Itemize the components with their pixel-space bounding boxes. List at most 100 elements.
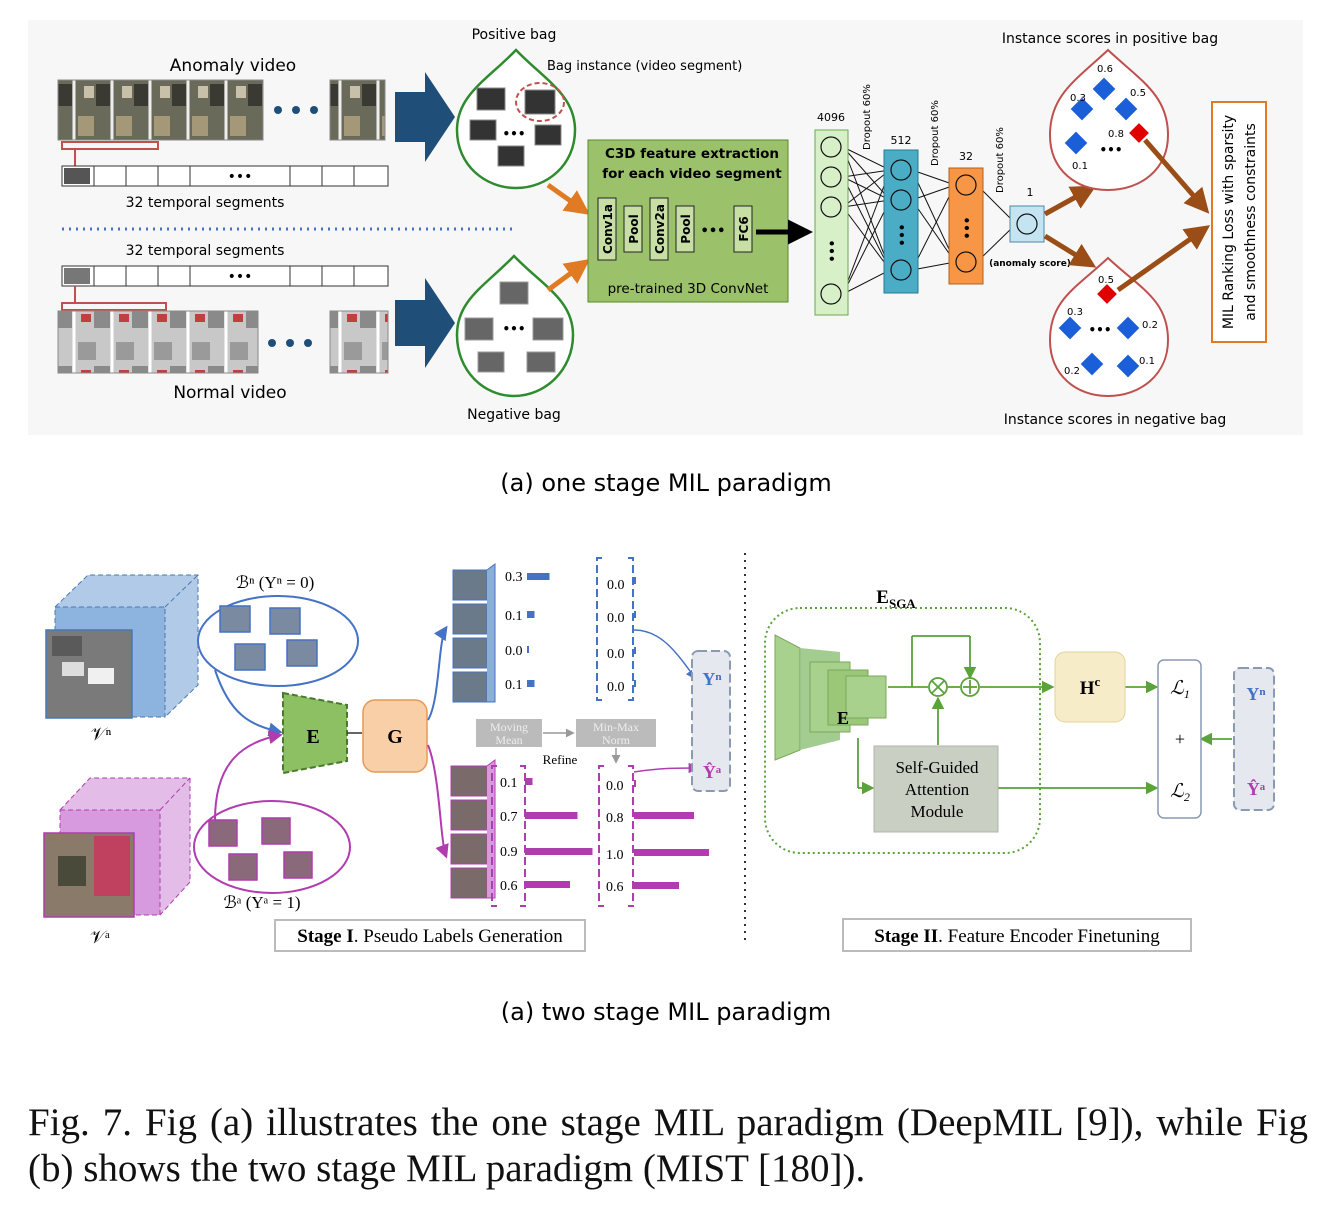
ellipsis-dots-anomaly (274, 106, 318, 114)
svg-text:1.0: 1.0 (606, 848, 624, 863)
g-to-abnormal-scores (427, 744, 449, 859)
dropout-label-3: Dropout 60% (995, 127, 1006, 193)
svg-text:•••: ••• (824, 239, 838, 262)
normal-video-frames-end (329, 310, 389, 374)
stage2-label-box (842, 918, 1192, 952)
generator-g (362, 699, 428, 773)
normal-score-bar-4 (527, 680, 535, 687)
add-icon (960, 677, 980, 697)
svg-text:•••: ••• (228, 269, 253, 285)
neg-scores-drop (1048, 256, 1170, 398)
normal-segment-bracket (61, 302, 167, 311)
stage2-label-bold: Stage II (874, 926, 938, 947)
normal-label-bar-4 (634, 680, 636, 687)
figure-canvas: Anomaly video ••• 32 temporal segments 3… (28, 20, 1303, 1026)
normal-label-bar-3 (634, 647, 636, 654)
loss-pill (1157, 659, 1202, 819)
svg-text:•••: ••• (959, 216, 973, 239)
fc-size-1: 1 (1027, 186, 1034, 199)
normal-label-bars (634, 577, 636, 687)
encoder-e (282, 691, 348, 775)
anomaly-temporal-segments-label: 32 temporal segments (126, 195, 285, 211)
svg-text:0.0: 0.0 (606, 779, 624, 794)
abnormal-score-bar-4 (525, 881, 570, 888)
score-to-pos-bag-arrow (1043, 185, 1097, 217)
svg-text:0.1: 0.1 (505, 678, 523, 693)
ellipsis-dots-normal (268, 339, 312, 347)
pos-bag-to-c3d-arrow (546, 182, 591, 215)
abnormal-labels-to-ya (633, 762, 700, 774)
anomaly-score-label: (anomaly score) (989, 259, 1071, 269)
svg-text:•••: ••• (1088, 323, 1111, 337)
fc-1-neuron (1016, 213, 1038, 235)
abnormal-label-bracket-left (598, 765, 604, 907)
abnormal-label-bars (634, 780, 709, 889)
pos-scores-title: Instance scores in positive bag (1002, 31, 1218, 47)
pos-score-diamonds (1064, 77, 1149, 155)
moving-mean-line1: Moving (490, 720, 528, 734)
abnormal-label-bar-2 (634, 812, 694, 819)
bag-n-label: ℬⁿ (Yⁿ = 0) (236, 573, 315, 592)
fc-512-neurons (890, 159, 912, 281)
abnormal-score-labels: 0.1 0.7 0.9 0.6 (500, 776, 518, 894)
generator-g-label: G (387, 726, 403, 748)
svg-text:0.0: 0.0 (607, 578, 625, 593)
abnormal-score-bar-2 (525, 812, 578, 819)
fc-size-32: 32 (959, 150, 973, 163)
stage2-ya: Ŷᵃ (1247, 778, 1266, 799)
multiply-icon (928, 677, 948, 697)
neg-to-loss-arrow (1116, 225, 1211, 293)
svg-text:0.9: 0.9 (500, 845, 518, 860)
sga-line3: Module (911, 802, 964, 821)
mil-ranking-loss-box (1211, 101, 1267, 343)
abnormal-score-bars (525, 778, 593, 888)
layer-pool2: Pool (679, 214, 693, 243)
neg-score-5: 0.1 (1139, 356, 1155, 367)
esga-e-label: E (837, 708, 849, 728)
loss-line1: MIL Ranking Loss with sparsity (1221, 115, 1237, 329)
abnormal-score-bar-1 (525, 778, 533, 785)
panel-b-two-stage: 𝒱ⁿ 𝒱ᵃ ℬⁿ (Yⁿ = 0) ℬᵃ (Yᵃ = 1) (43, 553, 1275, 952)
neg-score-3: 0.2 (1142, 320, 1158, 331)
svg-text:0.7: 0.7 (500, 810, 518, 825)
esga-encoder-pyramid (774, 634, 887, 761)
anomaly-segment-bracket (61, 141, 159, 150)
svg-text:•••: ••• (502, 322, 525, 336)
encoder-e-label: E (306, 726, 319, 748)
normal-label-bar-2 (634, 611, 636, 618)
loss-l2: ℒ2 (1170, 781, 1190, 804)
svg-text:0.0: 0.0 (607, 611, 625, 626)
normal-score-labels: 0.3 0.1 0.0 0.1 (505, 570, 523, 693)
normal-to-bag-arrow (395, 278, 455, 368)
normal-video-frames (57, 310, 259, 374)
panel-a-one-stage: Anomaly video ••• 32 temporal segments 3… (28, 20, 1303, 435)
svg-text:•••: ••• (502, 127, 525, 141)
normal-score-bars (527, 573, 550, 687)
dropout-label-1: Dropout 60% (862, 84, 873, 150)
svg-text:•••: ••• (701, 224, 726, 239)
layer-conv1a: Conv1a (601, 204, 615, 254)
anomaly-video-frames (57, 79, 264, 141)
subcaption-a: (a) one stage MIL paradigm (500, 469, 831, 497)
normal-video-cube (45, 574, 199, 719)
loss-l1: ℒ1 (1170, 678, 1190, 701)
minmax-line2: Norm (602, 733, 631, 747)
stage1-yn: Yⁿ (702, 669, 722, 689)
sga-line1: Self-Guided (895, 758, 979, 777)
anomaly-segments-strip: ••• (61, 165, 389, 187)
stage2-label: Stage II. Feature Encoder Finetuning (874, 926, 1160, 947)
subcaption-b: (a) two stage MIL paradigm (501, 998, 831, 1026)
stage2-targets-pill (1233, 667, 1275, 811)
stage2-label-rest: . Feature Encoder Finetuning (938, 926, 1160, 947)
svg-text:0.6: 0.6 (500, 879, 518, 894)
fc-32-neurons (955, 174, 977, 273)
svg-text:0.1: 0.1 (505, 609, 523, 624)
c3d-title-line2: for each video segment (602, 166, 782, 182)
sga-line2: Attention (905, 780, 970, 799)
pos-score-5: 0.1 (1072, 161, 1088, 172)
bag-a-clips (208, 817, 313, 881)
stage1-label-box (274, 919, 586, 952)
normal-temporal-segments-label: 32 temporal segments (126, 243, 285, 259)
svg-text:0.8: 0.8 (606, 811, 624, 826)
fc-4096-neurons (820, 136, 842, 305)
